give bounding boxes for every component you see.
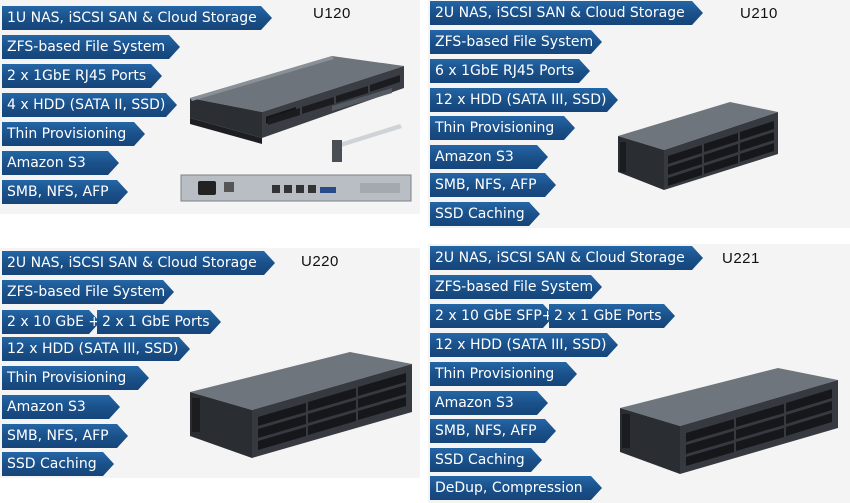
feature-tag: 6 x 1GbE RJ45 Ports xyxy=(430,59,590,83)
feature-tag: Thin Provisioning xyxy=(430,362,577,386)
server-2u-image xyxy=(620,368,838,474)
feature-tag: Thin Provisioning xyxy=(430,116,575,140)
feature-tag: Amazon S3 xyxy=(2,151,119,175)
feature-tag: SMB, NFS, AFP xyxy=(2,424,128,448)
feature-tag: 2 x 1 GbE Ports xyxy=(549,304,675,328)
feature-tag: 2U NAS, iSCSI SAN & Cloud Storage xyxy=(430,1,703,25)
feature-tag: 2 x 1GbE RJ45 Ports xyxy=(2,64,162,88)
feature-tag: 12 x HDD (SATA III, SSD) xyxy=(430,333,618,357)
server-2u-image xyxy=(618,102,778,190)
feature-tag: 2U NAS, iSCSI SAN & Cloud Storage xyxy=(2,251,275,275)
feature-tag: Amazon S3 xyxy=(430,391,548,415)
feature-tag: 4 x HDD (SATA II, SSD) xyxy=(2,93,177,117)
feature-tag: 2 x 1 GbE Ports xyxy=(97,310,221,334)
feature-tag: 2 x 10 GbE SFP+ xyxy=(430,304,554,328)
feature-tag: SSD Caching xyxy=(430,448,542,472)
feature-tag: Thin Provisioning xyxy=(2,122,145,146)
feature-tag: 2U NAS, iSCSI SAN & Cloud Storage xyxy=(430,246,703,270)
server-1u-front-image xyxy=(190,56,404,162)
feature-tag: ZFS-based File System xyxy=(2,35,180,59)
server-1u-rear-image xyxy=(180,174,412,202)
feature-tag: ZFS-based File System xyxy=(430,275,602,299)
feature-tag: 12 x HDD (SATA III, SSD) xyxy=(430,88,618,112)
feature-tag: DeDup, Compression xyxy=(430,476,602,500)
model-label-u220: U220 xyxy=(301,253,339,270)
feature-tag: 1U NAS, iSCSI SAN & Cloud Storage xyxy=(2,6,272,30)
feature-tag: 12 x HDD (SATA III, SSD) xyxy=(2,337,190,361)
model-label-u210: U210 xyxy=(740,5,778,22)
feature-tag: 2 x 10 GbE + xyxy=(2,310,100,334)
feature-tag: ZFS-based File System xyxy=(2,280,174,304)
feature-tag: Amazon S3 xyxy=(2,395,120,419)
feature-tag: SSD Caching xyxy=(2,452,114,476)
feature-tag: ZFS-based File System xyxy=(430,30,602,54)
feature-tag: SMB, NFS, AFP xyxy=(2,180,128,204)
feature-tag: Amazon S3 xyxy=(430,145,548,169)
feature-tag: SMB, NFS, AFP xyxy=(430,173,556,197)
server-2u-image xyxy=(190,352,412,458)
feature-tag: SMB, NFS, AFP xyxy=(430,419,556,443)
feature-tag: SSD Caching xyxy=(430,202,540,226)
model-label-u221: U221 xyxy=(722,250,760,267)
feature-tag: Thin Provisioning xyxy=(2,366,149,390)
model-label-u120: U120 xyxy=(313,5,351,22)
